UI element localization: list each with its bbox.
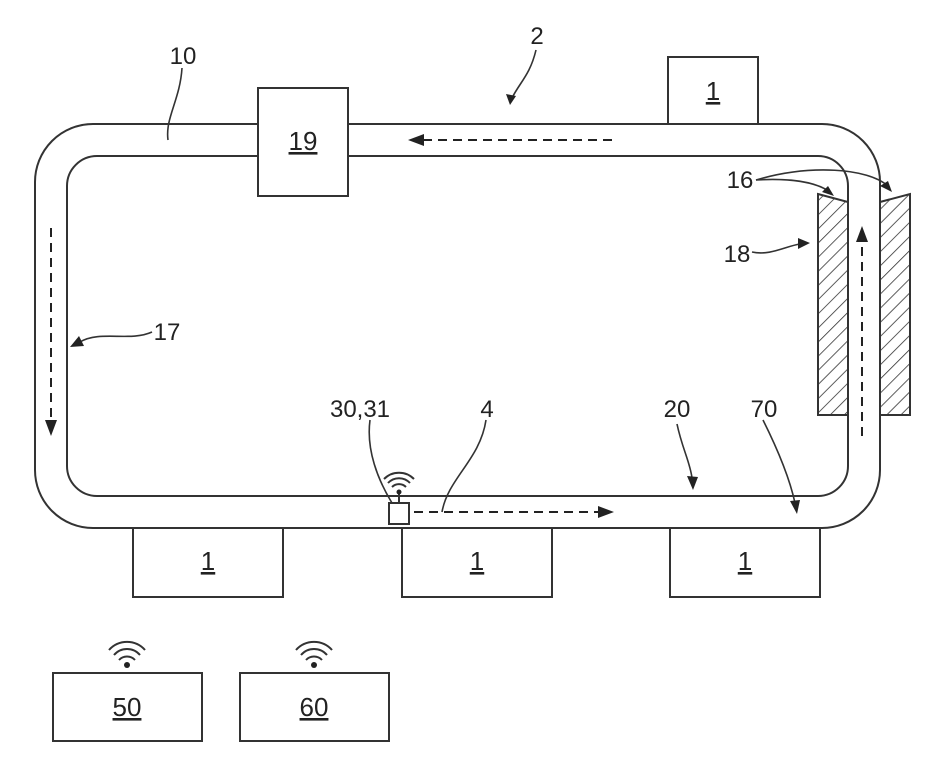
label-system: 2 xyxy=(530,23,543,50)
module-label: 19 xyxy=(289,126,318,156)
station-bottom-right: 1 xyxy=(670,525,820,597)
station-bottom-mid-label: 1 xyxy=(470,546,484,576)
label-marker: 70 xyxy=(751,396,778,423)
station-bottom-left: 1 xyxy=(133,525,283,597)
wifi-icon xyxy=(109,642,145,668)
label-sensors: 16 xyxy=(727,167,754,194)
label-branch: 17 xyxy=(154,319,181,346)
label-rail: 20 xyxy=(664,396,691,423)
station-bottom-mid: 1 xyxy=(402,525,552,597)
label-sensor-body: 18 xyxy=(724,241,751,268)
remote-unit-left: 50 xyxy=(53,642,202,741)
station-bottom-right-label: 1 xyxy=(738,546,752,576)
wifi-icon xyxy=(296,642,332,668)
label-path: 4 xyxy=(480,396,493,423)
module-box: 19 xyxy=(258,88,348,196)
station-top-right: 1 xyxy=(668,57,758,125)
label-track: 10 xyxy=(170,43,197,70)
station-top-right-label: 1 xyxy=(706,76,720,106)
remote-unit-right: 60 xyxy=(240,642,389,741)
label-device: 30,31 xyxy=(330,396,390,423)
remote-unit-right-label: 60 xyxy=(300,692,329,722)
station-bottom-left-label: 1 xyxy=(201,546,215,576)
remote-unit-left-label: 50 xyxy=(113,692,142,722)
